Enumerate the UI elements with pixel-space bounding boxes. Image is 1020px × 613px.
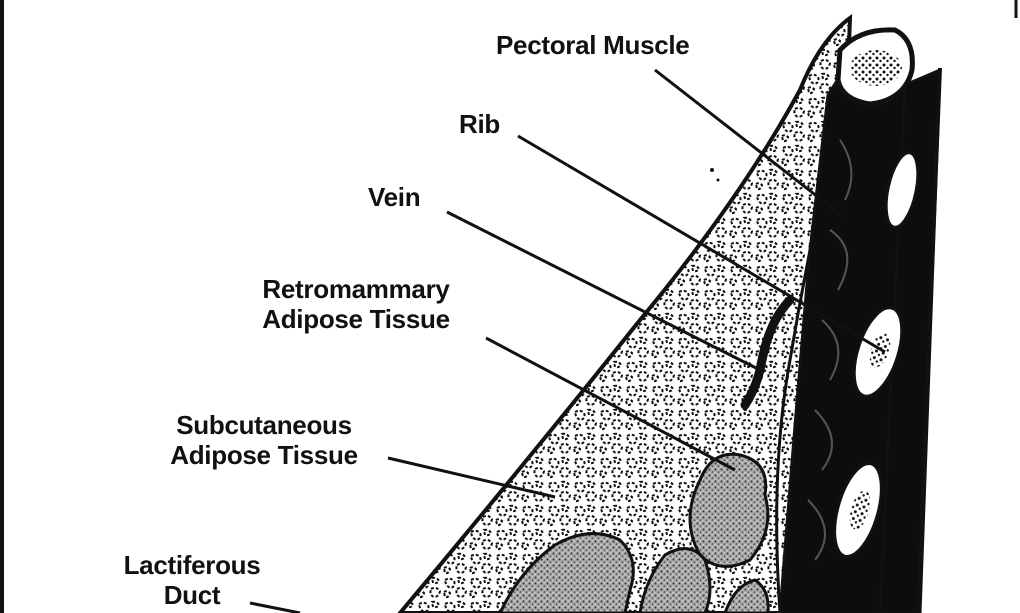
label-vein: Vein	[368, 182, 421, 212]
glandular-lobule-3	[638, 547, 712, 613]
label-retromammary-adipose-tissue: Retromammary Adipose Tissue	[240, 274, 472, 334]
speck	[710, 168, 714, 172]
leader-pectoral-muscle	[654, 68, 846, 220]
glandular-lobule-1	[688, 452, 770, 568]
leader-lactiferous-duct	[249, 601, 301, 613]
leader-rib	[517, 134, 886, 354]
label-lactiferous-line-1: Lactiferous	[123, 550, 261, 580]
label-subcutaneous-line-2: Adipose Tissue	[170, 440, 358, 470]
retromammary-boundary	[775, 239, 814, 613]
glandular-lobule-2	[498, 532, 635, 613]
label-lactiferous-duct: Lactiferous Duct	[112, 550, 272, 610]
label-retromammary-line-2: Adipose Tissue	[262, 304, 450, 334]
leader-vein	[446, 210, 761, 372]
leader-subcutaneous	[387, 456, 556, 499]
label-rib: Rib	[459, 109, 500, 139]
label-pectoral-muscle: Pectoral Muscle	[496, 30, 690, 60]
muscle-fibers	[807, 139, 853, 561]
rib-top-marrow	[850, 50, 902, 86]
chest-wall-edge	[916, 67, 942, 613]
label-retromammary-line-1: Retromammary	[262, 274, 450, 304]
label-subcutaneous-line-1: Subcutaneous	[176, 410, 352, 440]
vein	[740, 295, 795, 410]
label-subcutaneous-adipose-tissue: Subcutaneous Adipose Tissue	[150, 410, 378, 470]
rib-upper	[884, 151, 920, 229]
glandular-lobule-4	[723, 578, 770, 613]
speck	[716, 178, 720, 182]
rib-lower-marrow	[849, 490, 871, 530]
leader-retromammary	[485, 336, 736, 472]
label-lactiferous-line-2: Duct	[163, 580, 221, 610]
